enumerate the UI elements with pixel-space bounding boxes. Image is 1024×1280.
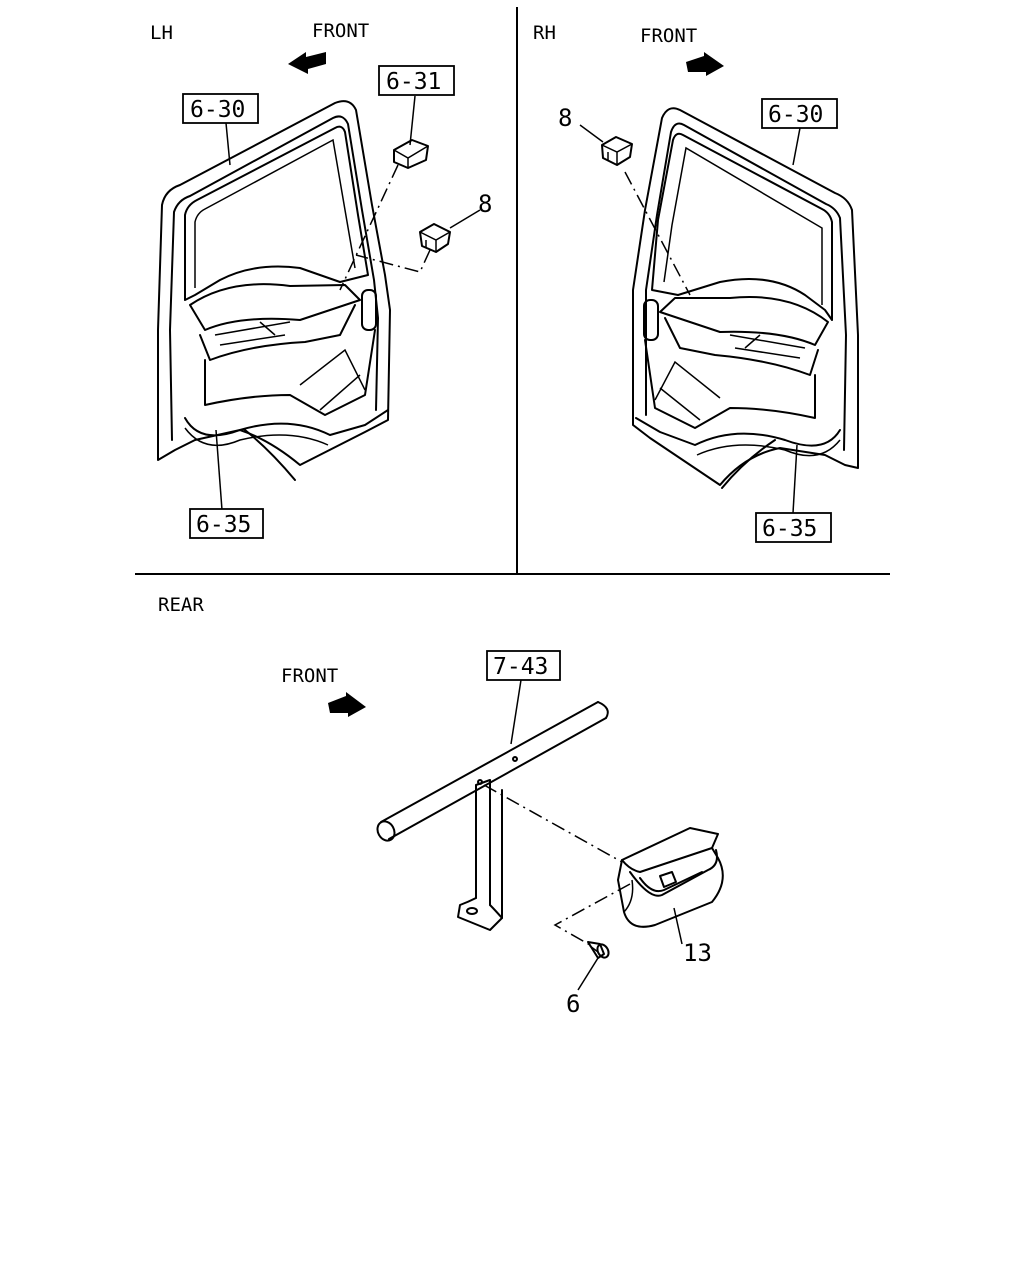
ref-8-lh: 8 — [478, 190, 492, 218]
ref-box-6-31-lh — [378, 65, 455, 96]
front-label-rh: FRONT — [640, 25, 697, 47]
front-label-lh: FRONT — [312, 20, 369, 42]
front-label-rear: FRONT — [281, 665, 338, 687]
door-part-6-31-lh — [393, 139, 429, 169]
door-outline-rh — [632, 107, 859, 486]
window-frame-rh — [651, 132, 833, 321]
front-arrow-icon — [288, 52, 326, 74]
clip-8-lh — [419, 223, 451, 253]
rear-lamp — [617, 827, 724, 928]
ref-8-rh: 8 — [558, 104, 572, 132]
front-arrow-icon — [686, 52, 724, 76]
ref-6-35-rh: 6-35 — [762, 516, 817, 542]
section-label-rh: RH — [533, 22, 556, 44]
armrest-rh — [659, 296, 829, 346]
ref-6: 6 — [566, 990, 580, 1018]
ref-7-43: 7-43 — [493, 654, 548, 680]
ref-box-6-30-lh — [182, 93, 259, 124]
pocket-rh — [643, 299, 659, 341]
ref-6-30-lh: 6-30 — [190, 97, 245, 123]
armrest-lh — [189, 283, 361, 331]
rear-panel: REAR FRONT — [158, 594, 724, 1018]
ref-box-6-35-rh — [755, 512, 832, 543]
section-label-rear: REAR — [158, 594, 204, 616]
frame-tube — [376, 701, 609, 842]
ref-6-35-lh: 6-35 — [196, 512, 251, 538]
ref-box-6-35-lh — [189, 508, 264, 539]
ref-6-31-lh: 6-31 — [386, 69, 441, 95]
ref-box-7-43 — [486, 650, 561, 681]
screw — [587, 941, 610, 959]
ref-box-6-30-rh — [761, 98, 838, 129]
section-label-lh: LH — [150, 22, 173, 44]
ref-13: 13 — [683, 939, 712, 967]
pocket-lh — [361, 289, 377, 331]
window-frame-lh — [184, 125, 369, 301]
frame-post — [457, 779, 503, 931]
ref-6-30-rh: 6-30 — [768, 102, 823, 128]
front-arrow-icon — [328, 692, 366, 717]
rh-panel: RH FRONT 6-30 6-35 — [533, 22, 859, 543]
clip-8-rh — [601, 136, 633, 166]
lh-panel: LH FRONT — [150, 20, 492, 539]
door-outline-lh — [157, 100, 391, 466]
